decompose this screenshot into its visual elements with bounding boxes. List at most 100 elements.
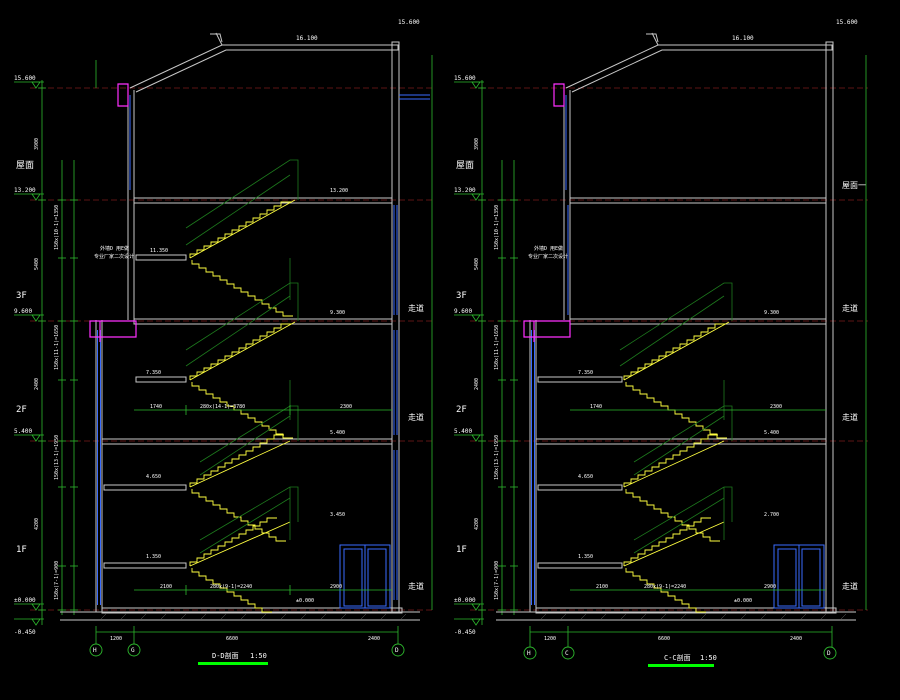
room-label-1-left: 走道 — [408, 303, 424, 313]
stair-elev-6-left: 3.450 — [330, 512, 345, 518]
room-label-2-right: 走道 — [842, 303, 858, 313]
vdim-2-left: 5400 — [34, 258, 40, 270]
section-scale-left: 1:50 — [250, 652, 267, 660]
stair-elev-3-right: 5.400 — [764, 430, 779, 436]
h-dims-right — [529, 409, 833, 652]
dim-mid-2-right: 2300 — [770, 404, 782, 410]
parapet-magenta-left — [89, 83, 137, 342]
annotation-2-right: 专业厂家二次设计 — [528, 253, 568, 260]
walls-right — [496, 32, 856, 621]
floor-label-1f-left: 1F — [16, 545, 27, 555]
ground-hatch-left — [99, 613, 407, 621]
dim-low-3-left: 2900 — [330, 584, 342, 590]
floor-label-2f-right: 2F — [456, 405, 467, 415]
floor-label-2f-left: 2F — [16, 405, 27, 415]
vdim-3-left: 2400 — [34, 378, 40, 390]
floor-label-1f-right: 1F — [456, 545, 467, 555]
dim-low-1-right: 2100 — [596, 584, 608, 590]
dim-ticks-right — [478, 87, 518, 611]
dim-chain-right — [481, 55, 867, 625]
level-label-13-left: 13.200 — [14, 187, 36, 194]
axis-label-g-left: G — [131, 647, 135, 654]
stair-elev-5-left: 5.400 — [330, 430, 345, 436]
stair-elev-6-right: 1.350 — [578, 554, 593, 560]
dim-mid-1-right: 1740 — [590, 404, 602, 410]
level-label-5-right: 5.400 — [454, 428, 472, 435]
axis-label-d-right: D — [827, 650, 831, 657]
dim-low-3-right: 2900 — [764, 584, 776, 590]
dim-mid-3-left: 2300 — [340, 404, 352, 410]
stair-elev-3-left: 9.300 — [330, 310, 345, 316]
level-label-5-left: 5.400 — [14, 428, 32, 435]
dim-bottom-2-left: 6600 — [226, 636, 238, 642]
dim-bottom-3-left: 2400 — [368, 636, 380, 642]
vsmall-2-right: 150x(11-1)=1650 — [494, 325, 500, 370]
axis-label-h-left: H — [93, 647, 97, 654]
stair-elev-8-left: 1.350 — [146, 554, 161, 560]
windows-right — [531, 95, 569, 605]
stair-elev-7-left: 4.650 — [146, 474, 161, 480]
vsmall-1-left: 150x(10-1)=1350 — [54, 205, 60, 250]
stairs-right — [623, 321, 730, 613]
dim-bottom-2-right: 6600 — [658, 636, 670, 642]
dim-mid-2-left: 280x(14-1)=3780 — [200, 404, 245, 410]
floor-label-roof-left: 屋面 — [16, 160, 34, 171]
windows-left — [97, 94, 430, 605]
vsmall-2-left: 150x(11-1)=1650 — [54, 325, 60, 370]
section-left: 15.600 16.100 15.600 13.200 9.600 5.400 … — [14, 19, 433, 665]
railing-right — [619, 282, 733, 554]
dim-low-2-right: 280x(9-1)=2240 — [644, 584, 686, 590]
axis-label-d-left: D — [395, 647, 399, 654]
stair-elev-5-right: 2.700 — [764, 512, 779, 518]
vdim-2-right: 5400 — [474, 258, 480, 270]
stair-elev-2-left: 11.350 — [150, 248, 168, 254]
stair-elev-9-left: ±0.000 — [296, 598, 314, 604]
section-title-right: C-C剖面 — [664, 653, 691, 662]
level-label-neg-right: -0.450 — [454, 629, 476, 636]
annotation-2-left: 专业厂家二次设计 — [94, 253, 134, 260]
annotation-1-right: 外墙D 用E做 — [534, 245, 563, 252]
vdim-1-left: 3900 — [34, 138, 40, 150]
level-label-roof-top-right: 15.600 — [836, 19, 858, 26]
axis-label-h-right: H — [527, 650, 531, 657]
title-underline-right — [648, 664, 714, 667]
room-label-2-left: 走道 — [408, 412, 424, 422]
vdim-3-right: 2400 — [474, 378, 480, 390]
axis-bubbles-left — [89, 643, 405, 657]
h-dims-left — [95, 405, 399, 652]
dim-low-1-left: 2100 — [160, 584, 172, 590]
level-label-9-left: 9.600 — [14, 308, 32, 315]
door-right — [773, 544, 825, 609]
level-lines-left — [30, 87, 432, 611]
door-left — [339, 544, 391, 609]
level-label-15-right: 15.600 — [454, 75, 476, 82]
stair-elev-4-left: 7.350 — [146, 370, 161, 376]
vsmall-4-right: 150x(7-1)=900 — [494, 561, 500, 600]
vdim-4-right: 4200 — [474, 518, 480, 530]
dim-bottom-3-right: 2400 — [790, 636, 802, 642]
parapet-magenta-right — [523, 83, 571, 342]
ground-hatch-right — [539, 613, 847, 621]
dim-bottom-1-left: 1200 — [110, 636, 122, 642]
walls-left — [60, 32, 420, 621]
annotation-1-left: 外墙D 用E做 — [100, 245, 129, 252]
stair-elev-7-right: ±0.000 — [734, 598, 752, 604]
axis-bubbles-right — [523, 646, 837, 660]
stair-elev-1-left: 13.200 — [330, 188, 348, 194]
level-label-0-left: ±0.000 — [14, 597, 36, 604]
level-label-neg-left: -0.450 — [14, 629, 36, 636]
section-title-left: D-D剖面 — [212, 651, 239, 660]
floor-label-3f-right: 3F — [456, 291, 467, 301]
vsmall-3-right: 150x(13-1)=1950 — [494, 435, 500, 480]
title-underline-left — [198, 662, 268, 665]
room-label-1-right: 屋面一 — [842, 181, 866, 190]
dim-low-2-left: 280x(9-1)=2240 — [210, 584, 252, 590]
vdim-1-right: 3900 — [474, 138, 480, 150]
dim-chain-left — [41, 55, 433, 625]
level-markers-right — [454, 81, 484, 626]
room-label-4-right: 走道 — [842, 581, 858, 591]
floor-label-3f-left: 3F — [16, 291, 27, 301]
level-label-roof-top-left: 15.600 — [398, 19, 420, 26]
level-label-roof-mid-left: 16.100 — [296, 35, 318, 42]
